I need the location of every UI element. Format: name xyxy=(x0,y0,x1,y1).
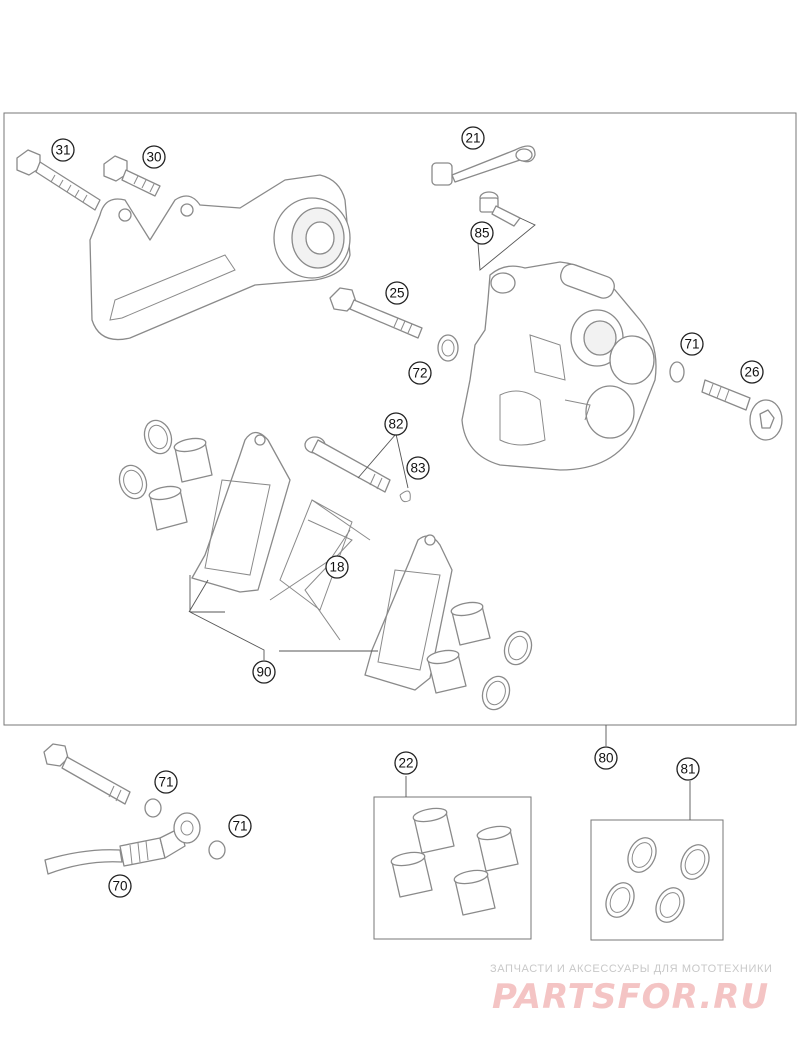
callout-72: 72 xyxy=(408,361,432,385)
pistons-kit-22 xyxy=(390,807,519,916)
main-assembly-frame xyxy=(3,112,797,726)
callout-70: 70 xyxy=(108,874,132,898)
callout-31: 31 xyxy=(51,138,75,162)
bleeder-cap-21 xyxy=(431,145,536,186)
svg-text:85: 85 xyxy=(474,226,489,241)
banjo-bolt xyxy=(43,743,131,805)
callout-81: 81 xyxy=(676,757,700,781)
brake-line-70 xyxy=(44,812,201,875)
svg-text:71: 71 xyxy=(158,775,173,790)
washer-71-lower-a xyxy=(144,798,162,818)
svg-text:31: 31 xyxy=(55,143,70,158)
piston-seals-right xyxy=(426,601,533,711)
seals-kit-81 xyxy=(605,837,710,923)
callout-83: 83 xyxy=(406,456,430,480)
pin-82 xyxy=(304,436,391,493)
callout-22: 22 xyxy=(394,751,418,775)
watermark: ЗАПЧАСТИ И АКСЕССУАРЫ ДЛЯ МОТОТЕХНИКИ PA… xyxy=(490,963,772,1017)
svg-text:82: 82 xyxy=(388,417,403,432)
clip-83 xyxy=(399,490,411,503)
bleeder-valve-85 xyxy=(479,191,521,227)
kit-box-81 xyxy=(590,819,724,941)
washer-71-lower-b xyxy=(208,840,226,860)
piston-seals-left xyxy=(118,419,213,531)
svg-text:22: 22 xyxy=(398,756,413,771)
svg-text:81: 81 xyxy=(680,762,695,777)
svg-text:72: 72 xyxy=(412,366,427,381)
washer-71-upper xyxy=(669,361,685,383)
callout-80: 80 xyxy=(594,746,618,770)
callout-71: 71 xyxy=(680,332,704,356)
callout-85: 85 xyxy=(470,221,494,245)
bolt-25 xyxy=(329,287,423,339)
callout-30: 30 xyxy=(142,145,166,169)
svg-text:71: 71 xyxy=(232,819,247,834)
svg-text:71: 71 xyxy=(684,337,699,352)
callout-90: 90 xyxy=(252,660,276,684)
bolt-26 xyxy=(701,379,783,441)
svg-text:70: 70 xyxy=(112,879,127,894)
svg-text:18: 18 xyxy=(329,560,344,575)
svg-text:30: 30 xyxy=(146,150,161,165)
svg-text:80: 80 xyxy=(598,751,613,766)
bolt-31 xyxy=(16,149,101,211)
washer-72 xyxy=(437,334,459,362)
bolt-30 xyxy=(103,155,161,197)
caliper-body xyxy=(461,261,657,471)
callout-25: 25 xyxy=(385,281,409,305)
svg-text:25: 25 xyxy=(389,286,404,301)
callout-26: 26 xyxy=(740,360,764,384)
brake-pad-left xyxy=(191,431,291,593)
svg-text:83: 83 xyxy=(410,461,425,476)
svg-text:90: 90 xyxy=(256,665,271,680)
callout-21: 21 xyxy=(461,126,485,150)
kit-box-22 xyxy=(373,796,532,940)
watermark-tagline: ЗАПЧАСТИ И АКСЕССУАРЫ ДЛЯ МОТОТЕХНИКИ xyxy=(490,963,772,975)
callout-71-lower-a: 71 xyxy=(154,770,178,794)
brake-pad-right xyxy=(364,534,453,691)
callout-18: 18 xyxy=(325,555,349,579)
svg-text:26: 26 xyxy=(744,365,759,380)
watermark-logo: PARTSFOR.RU xyxy=(492,977,769,1017)
svg-text:21: 21 xyxy=(465,131,480,146)
callout-82: 82 xyxy=(384,412,408,436)
caliper-bracket xyxy=(89,174,351,341)
callout-71-lower-b: 71 xyxy=(228,814,252,838)
spring-18 xyxy=(269,499,371,641)
